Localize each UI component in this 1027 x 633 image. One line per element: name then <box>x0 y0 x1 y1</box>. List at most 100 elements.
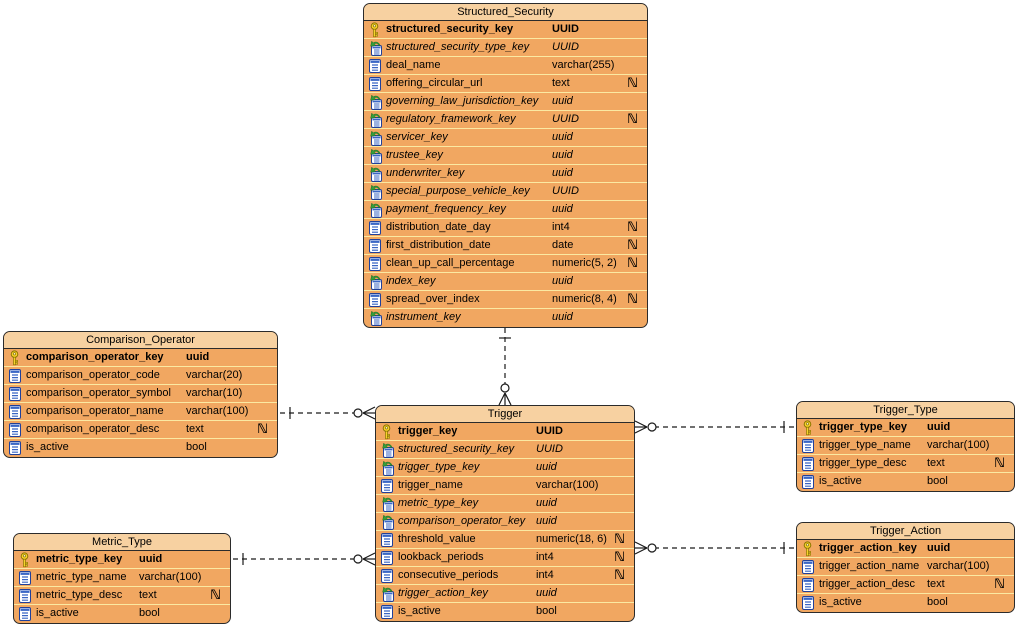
column-type: UUID <box>552 23 579 35</box>
table-title-comparison_operator[interactable]: Comparison_Operator <box>4 332 277 349</box>
table-title-trigger_type[interactable]: Trigger_Type <box>797 402 1014 419</box>
column-type: text <box>139 589 157 601</box>
column-type: UUID <box>552 113 579 125</box>
column-name: trigger_action_key <box>398 587 488 599</box>
column-icon <box>367 220 382 236</box>
column-type: date <box>552 239 574 251</box>
column-icon <box>800 474 815 490</box>
table-title-trigger[interactable]: Trigger <box>376 406 634 423</box>
foreign-key-icon <box>379 514 394 530</box>
column-type: uuid <box>536 515 557 527</box>
column-type: varchar(20) <box>186 369 243 381</box>
table-title-metric_type[interactable]: Metric_Type <box>14 534 230 551</box>
column-type: uuid <box>927 421 951 433</box>
column-icon <box>7 440 22 456</box>
column-type: uuid <box>552 95 573 107</box>
column-icon <box>379 550 394 566</box>
column-name: metric_type_key <box>36 553 123 565</box>
foreign-key-icon <box>367 184 382 200</box>
column-type: uuid <box>552 203 573 215</box>
relationship-metric_type-trigger[interactable] <box>233 552 376 566</box>
primary-key-icon <box>367 22 382 38</box>
column-type: text <box>186 423 204 435</box>
primary-key-icon <box>800 420 815 436</box>
column-type: varchar(100) <box>186 405 249 417</box>
table-title-trigger_action[interactable]: Trigger_Action <box>797 523 1014 540</box>
column-name: is_active <box>26 441 69 453</box>
column-name: is_active <box>819 596 862 608</box>
column-type: text <box>927 578 945 590</box>
relationship-comparison_operator-trigger[interactable] <box>280 406 376 420</box>
column-type: numeric(5, 2) <box>552 257 617 269</box>
nullable-icon: ℕ <box>614 550 625 565</box>
column-type: uuid <box>536 497 557 509</box>
column-type: bool <box>536 605 557 617</box>
column-name: trigger_type_name <box>819 439 911 451</box>
nullable-icon: ℕ <box>614 568 625 583</box>
table-title-structured_security[interactable]: Structured_Security <box>364 4 647 21</box>
foreign-key-icon <box>367 130 382 146</box>
column-name: servicer_key <box>386 131 448 143</box>
column-name: index_key <box>386 275 436 287</box>
relationship-structured_security-trigger[interactable] <box>498 328 512 406</box>
relationship-trigger-trigger_action[interactable] <box>634 541 794 555</box>
relationship-trigger-trigger_type[interactable] <box>634 420 794 434</box>
foreign-key-icon <box>367 310 382 326</box>
column-icon <box>17 570 32 586</box>
primary-key-icon <box>7 350 22 366</box>
column-icon <box>367 238 382 254</box>
